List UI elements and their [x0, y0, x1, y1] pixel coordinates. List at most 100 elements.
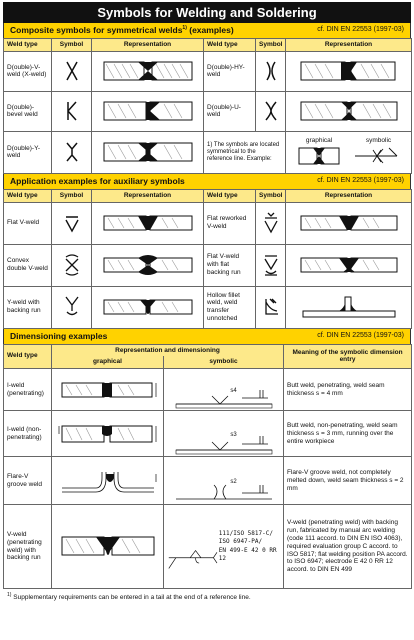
double-y-symbol-icon	[51, 130, 92, 174]
meaning: Flare-V groove weld, not completely melt…	[283, 456, 413, 506]
table-row: I-weld (non-penetrating) s3 Butt weld, n…	[3, 410, 413, 458]
table-row: D(ouble)-V-weld (X-weld) D(ouble)-HY-wel…	[3, 50, 412, 92]
convex-double-v-symbol-icon	[51, 243, 92, 287]
col-weld-type: Weld type	[3, 188, 52, 203]
note-symbolic: symbolic	[365, 137, 392, 145]
section2-header-row: Weld type Symbol Representation Weld typ…	[3, 188, 412, 203]
i-weld-symbolic: s4	[162, 368, 285, 412]
double-bevel-representation-icon	[91, 90, 204, 132]
weld-type: Flat V-weld	[3, 201, 52, 245]
flat-v-backing-symbol-icon	[255, 243, 286, 287]
double-hy-symbol-icon	[255, 50, 286, 92]
weld-type: I-weld (non-penetrating)	[3, 410, 52, 458]
col-representation-2: Representation	[285, 188, 412, 203]
convex-double-v-representation-icon	[91, 243, 204, 287]
weld-type: D(ouble)-bevel weld	[3, 90, 52, 132]
col-symbol: Symbol	[51, 188, 92, 203]
table-row: V-weld (penetrating weld) with backing r…	[3, 504, 413, 590]
footnote: 1) Supplementary requirements can be ent…	[3, 589, 411, 605]
section1-table: Weld type Symbol Representation Weld typ…	[3, 38, 412, 174]
col-meaning: Meaning of the symbolic dimension entry	[283, 343, 413, 370]
section1-title: Composite symbols for symmetrical welds	[10, 25, 183, 36]
col-weld-type-2: Weld type	[203, 188, 256, 203]
note-graphical: graphical	[305, 137, 333, 145]
section2-ref: cf. DIN EN 22553 (1997-03)	[317, 177, 404, 185]
v-weld-tail-icon	[168, 549, 218, 569]
weld-type: V-weld (penetrating weld) with backing r…	[3, 504, 52, 590]
v-weld-backing-graphical-icon	[51, 504, 164, 590]
col-symbol: Symbol	[51, 38, 92, 52]
table-row: Convex double V-weld Flat V-weld with fl…	[3, 243, 412, 287]
weld-type: Convex double V-weld	[3, 243, 52, 287]
note-text: The symbols are located symmetrical to t…	[207, 141, 280, 162]
section3-title: Dimensioning examples	[10, 331, 108, 341]
y-weld-backing-representation-icon	[91, 285, 204, 329]
meaning: Butt weld, non-penetrating, weld seam th…	[283, 410, 413, 458]
col-representation-2: Representation	[285, 38, 412, 52]
example-symbols-icon	[298, 147, 397, 165]
dimension-label: s2	[230, 479, 237, 486]
section3-header-row: Weld type Representation and dimensionin…	[3, 343, 413, 370]
double-hy-representation-icon	[285, 50, 412, 92]
flare-v-graphical-icon	[51, 456, 164, 506]
section1-ref: cf. DIN EN 22553 (1997-03)	[317, 26, 404, 34]
section1-header-row: Weld type Symbol Representation Weld typ…	[3, 38, 412, 52]
tail-line-1: 111/ISO 5817-C/	[218, 530, 273, 538]
section1-suffix: (examples)	[189, 25, 234, 36]
footnote-num: 1)	[7, 592, 12, 599]
weld-type: D(ouble)-U-weld	[203, 90, 256, 132]
y-weld-backing-symbol-icon	[51, 285, 92, 329]
double-u-representation-icon	[285, 90, 412, 132]
double-bevel-symbol-icon	[51, 90, 92, 132]
table-row: Flat V-weld Flat reworked V-weld	[3, 201, 412, 245]
flat-reworked-v-representation-icon	[285, 201, 412, 245]
meaning: Butt weld, penetrating, weld seam thickn…	[283, 368, 413, 412]
col-representation: Representation	[91, 188, 204, 203]
weld-type: Flat reworked V-weld	[203, 201, 256, 245]
dimension-label: s3	[230, 432, 237, 439]
page-title: Symbols for Welding and Soldering	[3, 2, 411, 23]
i-weld-graphical-icon	[51, 368, 164, 412]
hollow-fillet-representation-icon	[285, 285, 412, 329]
weld-type: Hollow fillet weld, weld transfer unnotc…	[203, 285, 256, 329]
table-row: D(ouble)-bevel weld D(ouble)-U-weld	[3, 90, 412, 132]
section1-heading: Composite symbols for symmetrical welds1…	[3, 23, 411, 38]
flat-v-backing-representation-icon	[285, 243, 412, 287]
flat-v-representation-icon	[91, 201, 204, 245]
section2-heading: Application examples for auxiliary symbo…	[3, 173, 411, 189]
weld-type: Flare-V groove weld	[3, 456, 52, 506]
dimension-label: s4	[230, 388, 237, 395]
section3-ref: cf. DIN EN 22553 (1997-03)	[317, 331, 404, 339]
section1-example: graphical symbolic	[285, 130, 412, 174]
v-weld-backing-symbolic: 111/ISO 5817-C/ ISO 6947-PA/ EN 499-E 42…	[162, 504, 285, 590]
flat-reworked-v-symbol-icon	[255, 201, 286, 245]
col-symbolic: symbolic	[162, 356, 285, 370]
col-graphical: graphical	[51, 356, 164, 370]
hollow-fillet-symbol-icon	[255, 285, 286, 329]
col-symbol-2: Symbol	[255, 38, 286, 52]
weld-type: Flat V-weld with flat backing run	[203, 243, 256, 287]
section2-table: Weld type Symbol Representation Weld typ…	[3, 188, 412, 329]
weld-type: D(ouble)-HY-weld	[203, 50, 256, 92]
flare-v-symbolic: s2	[162, 456, 285, 506]
section1-sup: 1)	[182, 25, 187, 32]
col-representation: Representation	[91, 38, 204, 52]
double-v-representation-icon	[91, 50, 204, 92]
col-weld-type: Weld type	[3, 38, 52, 52]
section1-note: 1) The symbols are located symmetrical t…	[203, 130, 286, 174]
double-y-representation-icon	[91, 130, 204, 174]
table-row: Flare-V groove weld s2 Flare-V groove we…	[3, 456, 413, 506]
footnote-text: Supplementary requirements can be entere…	[13, 594, 251, 602]
weld-type: I-weld (penetrating)	[3, 368, 52, 412]
double-v-symbol-icon	[51, 50, 92, 92]
tail-line-2: ISO 6947-PA/	[218, 538, 263, 546]
i-weld-non-penetrating-symbolic: s3	[162, 410, 285, 458]
table-row: D(ouble)-Y-weld 1) The symbols are locat…	[3, 130, 412, 174]
table-row: Y-weld with backing run Hollow fillet we…	[3, 285, 412, 329]
weld-type: D(ouble)-Y-weld	[3, 130, 52, 174]
section2-title: Application examples for auxiliary symbo…	[10, 176, 185, 187]
weld-type: Y-weld with backing run	[3, 285, 52, 329]
note-num: 1)	[207, 141, 213, 148]
table-row: I-weld (penetrating) s4 Butt weld, penet…	[3, 368, 413, 412]
